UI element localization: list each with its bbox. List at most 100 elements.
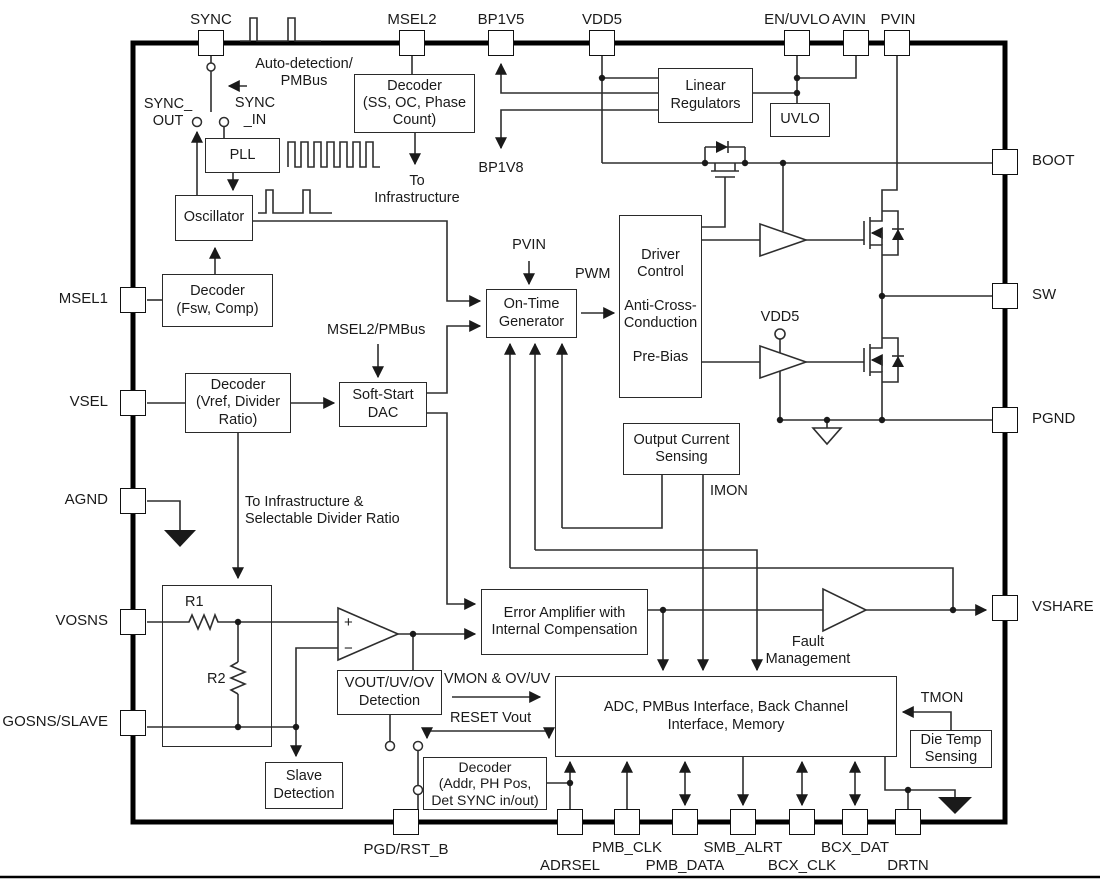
block-pll: PLL [205, 138, 280, 173]
pin-vdd5-label: VDD5 [581, 11, 623, 28]
pin-pmb-clk-label: PMB_CLK [591, 839, 663, 856]
msel2-pmbus-label: MSEL2/PMBus [327, 322, 426, 338]
pin-adrsel-label: ADRSEL [539, 857, 601, 874]
pwm-label: PWM [575, 266, 611, 282]
pin-bp1v5 [488, 30, 514, 56]
pvin-internal-label: PVIN [512, 237, 546, 253]
pin-msel2-label: MSEL2 [387, 11, 437, 28]
block-on-time-generator: On-Time Generator [486, 289, 577, 338]
reset-switch-contact-icon [412, 740, 424, 752]
pin-vsel [120, 390, 146, 416]
high-side-driver-icon [759, 222, 809, 258]
block-output-current-sensing: Output Current Sensing [623, 423, 740, 475]
reset-switch-contact-icon [384, 740, 396, 752]
pgnd-ground-icon [811, 427, 843, 446]
pin-vsel-label: VSEL [69, 393, 108, 410]
hs-body-diode-icon [892, 229, 904, 240]
block-decoder-ss-oc-phase: Decoder (SS, OC, Phase Count) [354, 74, 475, 133]
pin-vdd5 [589, 30, 615, 56]
pin-sync-label: SYNC [190, 11, 232, 28]
block-uvlo: UVLO [770, 103, 830, 137]
pin-boot-label: BOOT [1032, 152, 1075, 169]
to-infrastructure-label: To Infrastructure [374, 173, 460, 206]
pin-bcx-clk-label: BCX_CLK [767, 857, 837, 874]
block-soft-start-dac: Soft-Start DAC [339, 382, 427, 427]
pin-pvin [884, 30, 910, 56]
sync-in-contact-icon [218, 116, 230, 128]
sync-switch-contact-icon [206, 62, 216, 72]
pin-msel1 [120, 287, 146, 313]
boot-diode-icon [716, 141, 728, 153]
pin-vosns [120, 609, 146, 635]
low-side-driver-icon [759, 344, 809, 380]
pin-vosns-label: VOSNS [55, 612, 108, 629]
pin-avin [843, 30, 869, 56]
block-decoder-vref-divider: Decoder (Vref, Divider Ratio) [185, 373, 291, 433]
pll-clock-waveform-icon [287, 141, 380, 168]
block-adc-pmbus-interface: ADC, PMBus Interface, Back Channel Inter… [555, 676, 897, 757]
pin-en-uvlo-label: EN/UVLO [764, 11, 830, 28]
sync-waveform-icon [240, 17, 321, 42]
r1-label: R1 [185, 594, 204, 610]
pin-pmb-clk [614, 809, 640, 835]
pin-smb-alrt-label: SMB_ALRT [703, 839, 783, 856]
block-vout-uv-ov-detection: VOUT/UV/OV Detection [337, 670, 442, 715]
pin-pgnd-label: PGND [1032, 410, 1076, 427]
bp1v8-label: BP1V8 [478, 160, 524, 176]
pin-agnd-label: AGND [64, 491, 108, 508]
opamp-minus-label: − [344, 640, 353, 657]
vmon-ovuv-label: VMON & OV/UV [444, 671, 551, 687]
vdd5-internal-label: VDD5 [760, 309, 800, 325]
pin-smb-alrt [730, 809, 756, 835]
pin-sw [992, 283, 1018, 309]
block-decoder-addr: Decoder (Addr, PH Pos, Det SYNC in/out) [423, 757, 547, 810]
drtn-ground-icon [938, 797, 972, 814]
pin-en-uvlo [784, 30, 810, 56]
divider-network-frame [162, 585, 272, 747]
pin-bcx-dat [842, 809, 868, 835]
sync-out-contact-icon [191, 116, 203, 128]
reset-vout-label: RESET Vout [450, 710, 532, 726]
pin-pvin-label: PVIN [880, 11, 916, 28]
block-die-temp-sensing: Die Temp Sensing [910, 730, 992, 768]
pin-bcx-dat-label: BCX_DAT [820, 839, 890, 856]
pin-adrsel [557, 809, 583, 835]
pin-vshare-label: VSHARE [1032, 598, 1094, 615]
pin-avin-label: AVIN [832, 11, 866, 28]
pin-vshare [992, 595, 1018, 621]
sync-out-label: SYNC_ OUT [143, 96, 193, 129]
to-infra-divider-label: To Infrastructure & Selectable Divider R… [245, 494, 400, 527]
tmon-label: TMON [920, 690, 964, 706]
pin-pgd-rst-b-label: PGD/RST_B [363, 841, 449, 858]
pin-drtn [895, 809, 921, 835]
pin-bcx-clk [789, 809, 815, 835]
sync-in-label: SYNC _IN [234, 95, 276, 128]
block-oscillator: Oscillator [175, 195, 253, 241]
block-driver-control: Driver Control Anti-Cross- Conduction Pr… [619, 215, 702, 398]
pin-sw-label: SW [1032, 286, 1057, 303]
pin-pgd-rst-b [393, 809, 419, 835]
pin-pmb-data [672, 809, 698, 835]
pin-gosns-slave-label: GOSNS/SLAVE [2, 713, 108, 730]
block-linear-regulators: Linear Regulators [658, 68, 753, 123]
pin-agnd [120, 488, 146, 514]
auto-detection-label: Auto-detection/ PMBus [255, 56, 353, 89]
pin-pgnd [992, 407, 1018, 433]
pin-bp1v5-label: BP1V5 [477, 11, 525, 28]
opamp-plus-label: + [344, 614, 353, 631]
pin-gosns-slave [120, 710, 146, 736]
pin-pmb-data-label: PMB_DATA [645, 857, 725, 874]
symbols: + − [164, 62, 972, 814]
pin-msel1-label: MSEL1 [58, 290, 108, 307]
pin-sync [198, 30, 224, 56]
block-slave-detection: Slave Detection [265, 762, 343, 809]
fault-management-label: Fault Management [765, 634, 851, 667]
agnd-ground-icon [164, 530, 196, 547]
pin-boot [992, 149, 1018, 175]
pin-msel2 [399, 30, 425, 56]
block-decoder-fsw-comp: Decoder (Fsw, Comp) [162, 274, 273, 327]
oscillator-waveform-icon [258, 189, 332, 214]
junction-dots [234, 74, 957, 794]
imon-label: IMON [710, 483, 748, 499]
